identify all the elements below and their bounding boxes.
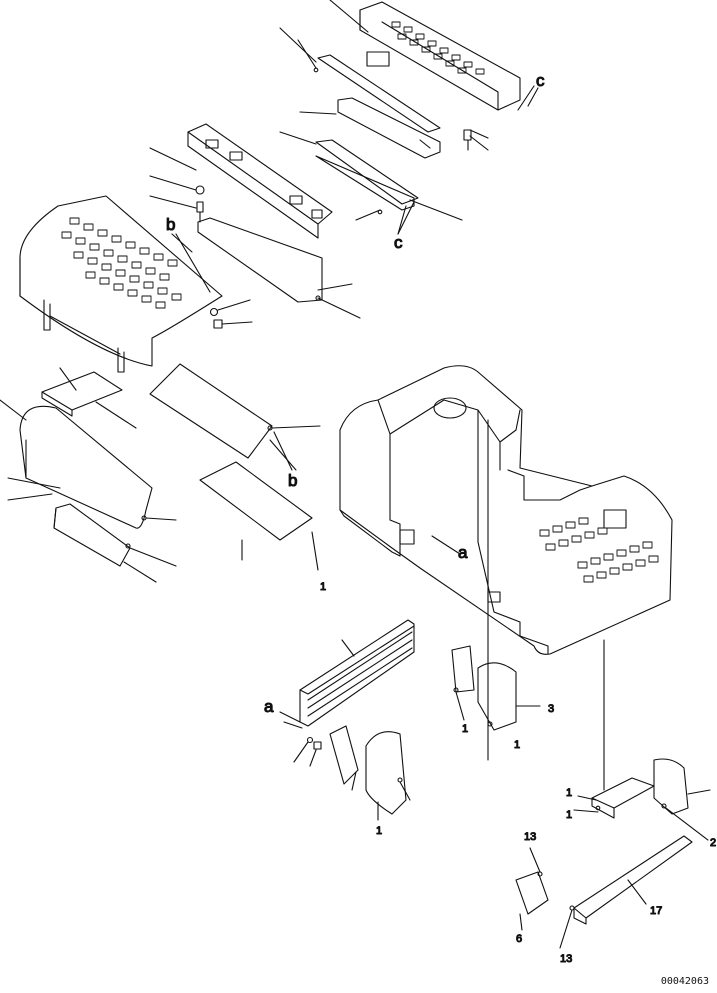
part-number-13-top: 13 bbox=[524, 831, 536, 843]
upper-side-panel bbox=[300, 98, 440, 158]
radiator-grille bbox=[280, 620, 414, 766]
corner-bracket bbox=[574, 778, 654, 818]
engine-hood-enclosure bbox=[340, 366, 672, 790]
left-curved-cover bbox=[0, 400, 176, 528]
part-number-1-bottom-right-b: 1 bbox=[566, 809, 572, 821]
flat-panel-upper bbox=[150, 364, 320, 458]
callout-a-left: a bbox=[264, 697, 274, 716]
top-right-perforated-cover bbox=[330, 0, 520, 110]
callout-a-right: a bbox=[458, 543, 468, 562]
curved-side-cover bbox=[366, 732, 410, 820]
part-number-1-mid: 1 bbox=[320, 581, 326, 593]
document-id: 00042063 bbox=[660, 976, 709, 987]
long-bottom-panel bbox=[560, 836, 692, 948]
flat-panel-lower bbox=[200, 462, 318, 570]
callout-b-mid: b bbox=[288, 471, 297, 490]
part-number-3-right: 3 bbox=[548, 703, 554, 715]
callout-c-mid: c bbox=[394, 233, 403, 252]
left-small-plate bbox=[42, 368, 136, 428]
end-cap-panel bbox=[654, 759, 710, 840]
part-number-1-right-f: 1 bbox=[462, 723, 468, 735]
bolt-set-top bbox=[464, 130, 488, 150]
part-number-1-bottom-right: 1 bbox=[566, 787, 572, 799]
callout-c-top: c bbox=[536, 71, 545, 90]
right-upper-small-plate bbox=[452, 646, 474, 720]
part-number-6: 6 bbox=[516, 933, 522, 945]
left-lower-bracket bbox=[54, 504, 176, 582]
top-strip-panel bbox=[280, 28, 440, 132]
part-number-17: 17 bbox=[650, 905, 662, 917]
part-number-13-bottom: 13 bbox=[560, 953, 572, 965]
bolt-set-mid bbox=[196, 186, 204, 222]
part-number-1-right-b: 1 bbox=[514, 739, 520, 751]
small-cover-plate-left bbox=[330, 726, 358, 790]
part-number-2: 2 bbox=[710, 837, 716, 849]
angle-bracket-c bbox=[280, 132, 462, 220]
lower-frame-plate bbox=[198, 218, 360, 318]
mounting-frame bbox=[150, 124, 332, 238]
square-filter-plate bbox=[516, 848, 548, 930]
callout-b-top: b bbox=[166, 215, 175, 234]
right-upper-curved-plate bbox=[478, 663, 540, 730]
large-perforated-cover bbox=[20, 196, 252, 372]
part-number-1-bottom-left: 1 bbox=[376, 825, 382, 837]
